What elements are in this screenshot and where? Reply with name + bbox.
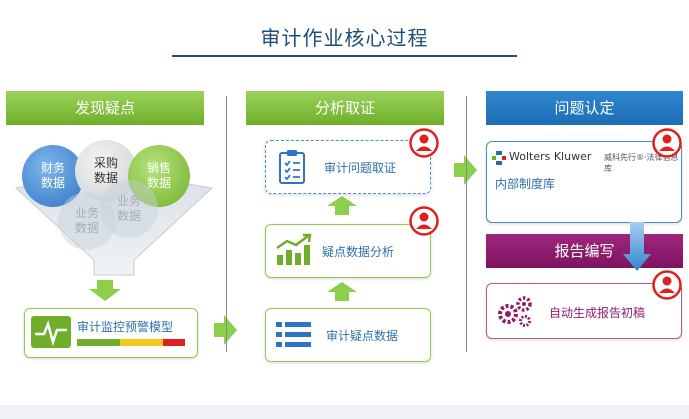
header-report: 报告编写 bbox=[486, 234, 683, 268]
bubble-business-2: 业务 数据 bbox=[100, 180, 158, 238]
model-label: 审计监控预警模型 bbox=[77, 320, 174, 334]
bubble-purchase: 采购 数据 bbox=[75, 140, 137, 202]
suspect-label: 审计疑点数据 bbox=[326, 329, 399, 343]
wolters-kluwer-logo-icon bbox=[492, 150, 506, 165]
avatar-report bbox=[652, 270, 682, 300]
up-arrow-2 bbox=[327, 282, 357, 301]
down-arrow-discover bbox=[89, 280, 121, 301]
model-box: 审计监控预警模型 bbox=[24, 308, 198, 358]
growth-chart-icon bbox=[274, 233, 314, 271]
risk-segment bbox=[120, 339, 142, 346]
avatar-library bbox=[652, 128, 682, 158]
up-arrow-1 bbox=[327, 196, 357, 215]
divider-1 bbox=[226, 96, 227, 352]
header-confirm: 问题认定 bbox=[486, 91, 683, 125]
report-box: 自动生成报告初稿 bbox=[486, 283, 682, 339]
auto-report-label: 自动生成报告初稿 bbox=[549, 306, 646, 320]
divider-2 bbox=[466, 96, 467, 352]
analysis-label: 疑点数据分析 bbox=[322, 245, 395, 259]
diagram-title: 审计作业核心过程 bbox=[260, 26, 429, 50]
header-discover: 发现疑点 bbox=[6, 91, 204, 125]
header-analyze: 分析取证 bbox=[246, 91, 444, 125]
bubble-business-1: 业务 数据 bbox=[58, 192, 116, 250]
evidence-box: 审计问题取证 bbox=[265, 140, 431, 194]
library-box: Wolters Kluwer 威科先行®·法律信息库 内部制度库 bbox=[486, 141, 682, 223]
analysis-box: 疑点数据分析 bbox=[265, 224, 431, 278]
evidence-label: 审计问题取证 bbox=[324, 161, 397, 175]
right-arrow-2 bbox=[454, 155, 477, 185]
bubble-finance: 财务 数据 bbox=[22, 145, 84, 207]
suspect-box: 审计疑点数据 bbox=[265, 308, 431, 362]
avatar-analysis bbox=[409, 206, 439, 236]
list-icon bbox=[276, 321, 312, 353]
risk-segment bbox=[163, 339, 185, 346]
monitor-icon bbox=[31, 316, 71, 348]
right-arrow-1 bbox=[214, 315, 237, 345]
logo-subtext: 威科先行®·法律信息库 bbox=[604, 153, 679, 173]
title-underline bbox=[172, 55, 517, 57]
risk-segment bbox=[98, 339, 121, 346]
logo-text: Wolters Kluwer bbox=[509, 150, 592, 163]
bubble-sales: 销售 数据 bbox=[128, 145, 190, 207]
risk-segment bbox=[77, 339, 99, 346]
avatar-evidence bbox=[409, 128, 439, 158]
down-arrow-blue bbox=[623, 222, 651, 271]
risk-segment bbox=[141, 339, 164, 346]
clipboard-icon bbox=[278, 149, 306, 189]
risk-bar bbox=[77, 339, 185, 346]
footer-band bbox=[0, 405, 689, 419]
library-label: 内部制度库 bbox=[495, 177, 556, 191]
gears-icon bbox=[495, 294, 535, 332]
